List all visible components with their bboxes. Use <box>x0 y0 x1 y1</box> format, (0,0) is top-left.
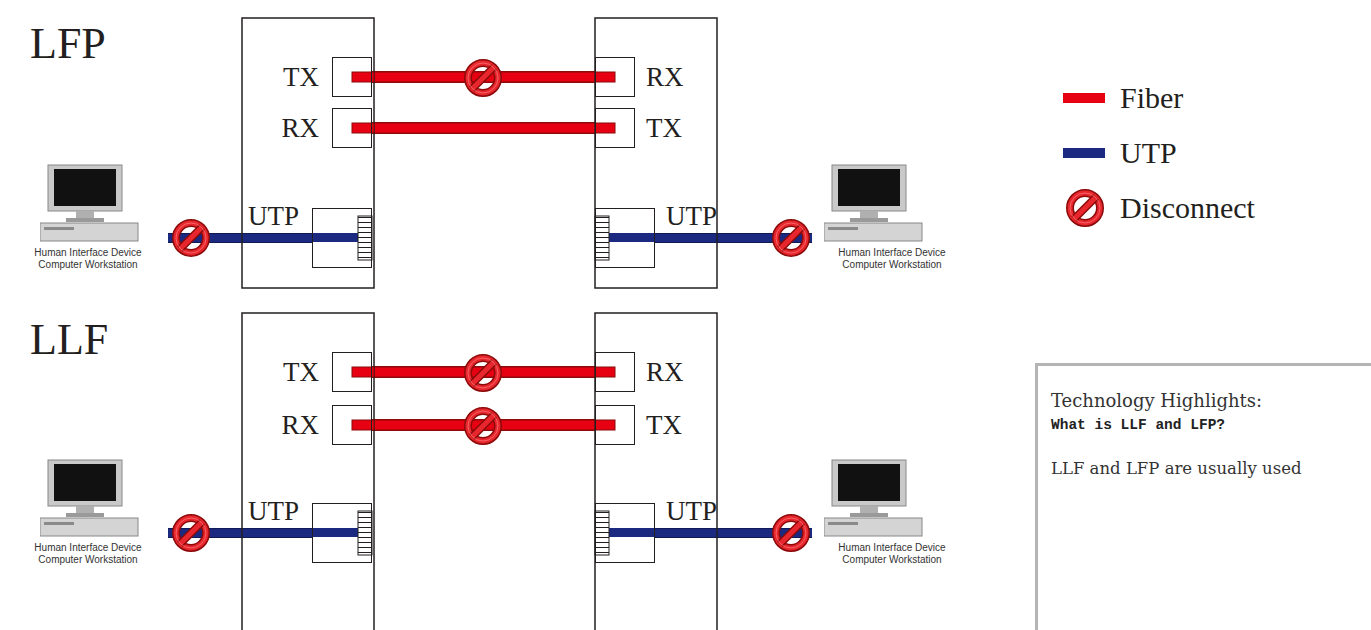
legend-text: Fiber <box>1120 83 1183 113</box>
cable-line <box>372 122 595 134</box>
port-label: UTP <box>248 498 299 525</box>
computer-workstation: Human Interface Device Computer Workstat… <box>8 458 168 565</box>
media-converter <box>242 18 374 288</box>
utp-jack <box>312 216 655 555</box>
computer-icon <box>40 458 140 538</box>
highlights-box: Technology Highlights: What is LLF and LF… <box>1035 363 1371 630</box>
legend-text: Disconnect <box>1120 193 1255 223</box>
disconnect-symbol <box>176 63 1100 548</box>
device-caption: Human Interface Device Computer Workstat… <box>826 542 958 565</box>
utp-port-box: UTP <box>312 208 372 268</box>
port-box: RX <box>595 352 635 392</box>
computer-workstation: Human Interface Device Computer Workstat… <box>812 163 972 270</box>
computer-icon <box>40 163 140 243</box>
utp-port-box: UTP <box>312 503 372 563</box>
port-label: UTP <box>248 203 299 230</box>
port-label: TX <box>646 115 682 142</box>
port-box: RX <box>595 57 635 97</box>
legend-text: UTP <box>1120 138 1177 168</box>
computer-icon <box>40 163 140 243</box>
fiber-plug <box>352 72 615 430</box>
legend-swatch <box>1063 93 1105 103</box>
computer-icon <box>824 458 924 538</box>
computer-icon <box>40 458 140 538</box>
port-box: TX <box>595 108 635 148</box>
utp-port-box: UTP <box>595 208 655 268</box>
computer-icon <box>824 458 924 538</box>
diagram-title: LFP <box>30 22 106 66</box>
highlights-text: LLF and LFP are usually used <box>1051 459 1357 478</box>
port-label: TX <box>646 412 682 439</box>
port-box: TX <box>332 352 372 392</box>
highlights-text: What is LLF and LFP? <box>1051 417 1357 433</box>
port-label: TX <box>283 359 319 386</box>
highlights-text: Technology Highlights: <box>1051 390 1357 411</box>
fiber-cable <box>372 128 595 129</box>
port-label: RX <box>646 64 684 91</box>
port-box: TX <box>332 57 372 97</box>
computer-workstation: Human Interface Device Computer Workstat… <box>812 458 972 565</box>
device-caption: Human Interface Device Computer Workstat… <box>22 247 154 270</box>
media-converter <box>595 18 717 288</box>
port-box: RX <box>332 108 372 148</box>
port-label: RX <box>281 412 319 439</box>
port-box: RX <box>332 405 372 445</box>
legend-swatch <box>1063 148 1105 158</box>
cable-line <box>372 124 595 133</box>
utp-port-box: UTP <box>595 503 655 563</box>
computer-workstation: Human Interface Device Computer Workstat… <box>8 163 168 270</box>
device-caption: Human Interface Device Computer Workstat… <box>826 247 958 270</box>
computer-icon <box>824 163 924 243</box>
port-label: UTP <box>666 498 717 525</box>
computer-icon <box>824 163 924 243</box>
device-caption: Human Interface Device Computer Workstat… <box>22 542 154 565</box>
port-box: TX <box>595 405 635 445</box>
media-converter <box>595 313 717 630</box>
port-label: TX <box>283 64 319 91</box>
media-converter <box>242 313 374 630</box>
port-label: RX <box>646 359 684 386</box>
diagram-title: LLF <box>30 318 108 362</box>
port-label: UTP <box>666 203 717 230</box>
port-label: RX <box>281 115 319 142</box>
